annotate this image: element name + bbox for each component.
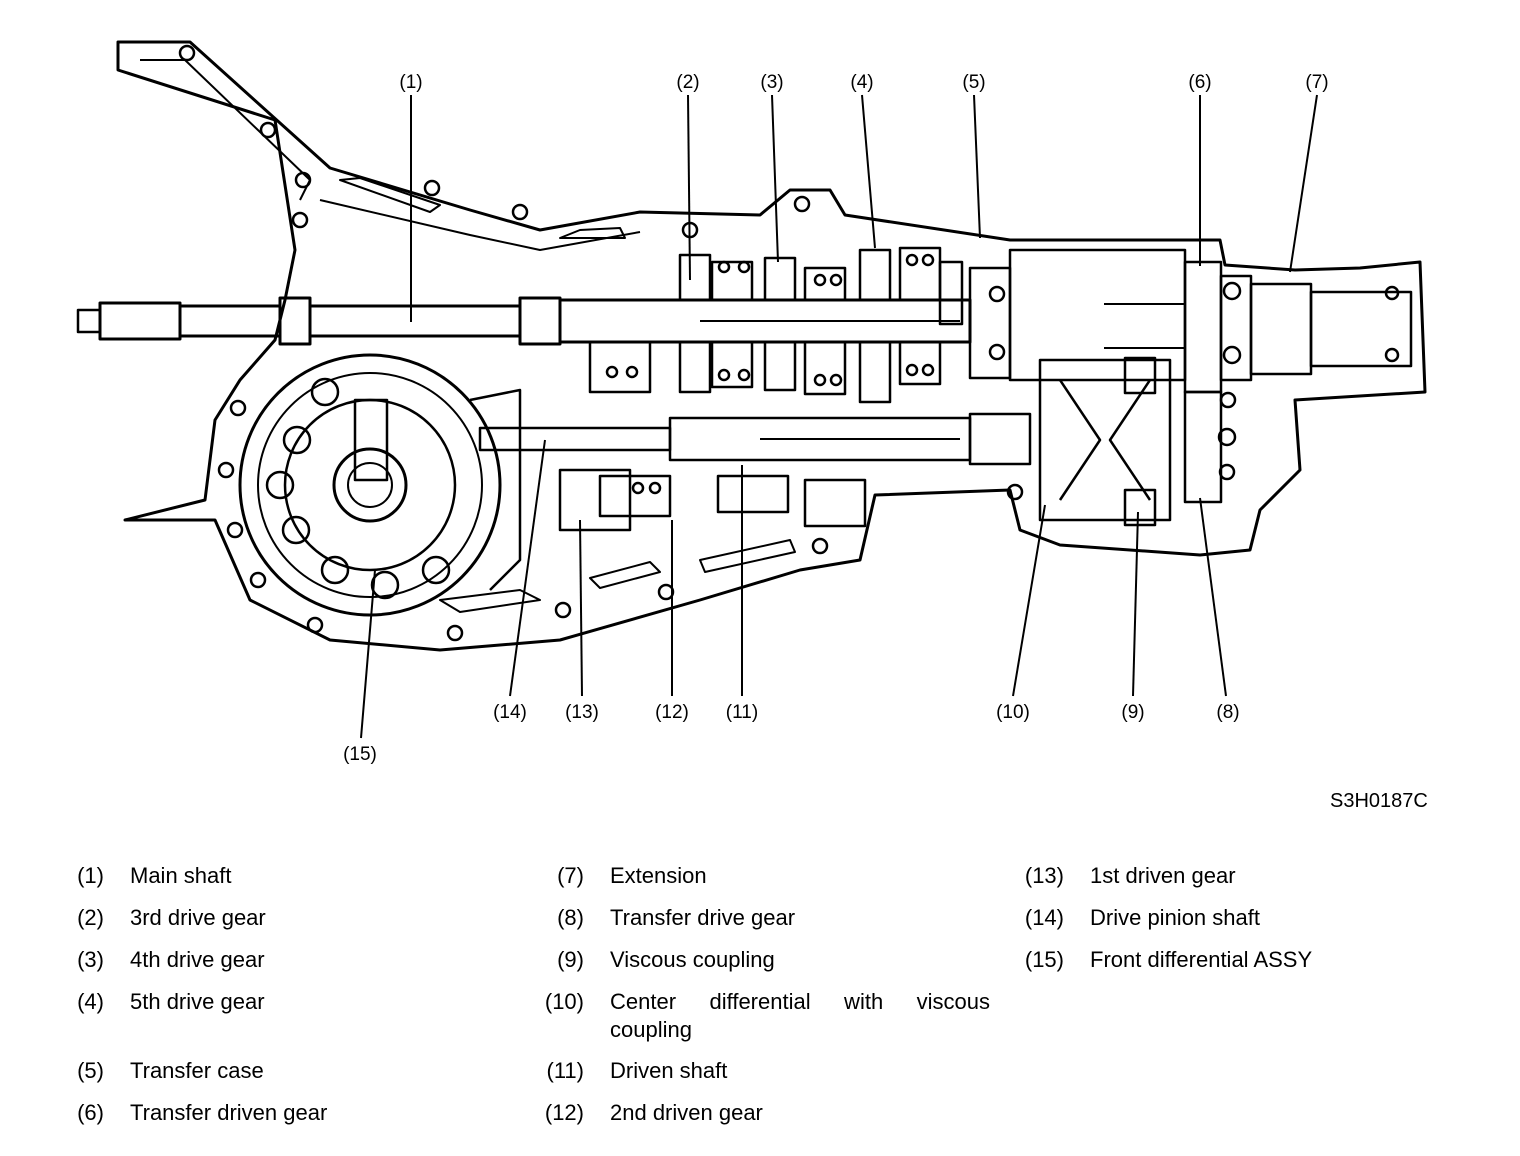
- legend-text: 5th drive gear: [130, 989, 265, 1014]
- leader-lines: [360, 94, 1318, 739]
- legend-text: 1st driven gear: [1090, 863, 1236, 888]
- legend-text: Extension: [610, 863, 707, 888]
- callout-11: (11): [726, 702, 758, 723]
- front-differential: [238, 353, 522, 617]
- legend-text: Transfer drive gear: [610, 905, 796, 930]
- legend-item: (12) 2nd driven gear: [530, 1099, 970, 1127]
- legend-item: (6) Transfer driven gear: [50, 1099, 490, 1127]
- legend-item: (10) Center differential with viscous cou…: [530, 988, 990, 1044]
- legend-number: (2): [77, 905, 104, 930]
- callout-14: (14): [493, 702, 527, 723]
- legend-number: (15): [1024, 947, 1064, 972]
- center-differential: [1006, 356, 1237, 527]
- legend-column-1: (1) Main shaft (2) 3rd drive gear (3) 4th d…: [50, 862, 490, 1127]
- legend-item: (14) Drive pinion shaft: [1010, 904, 1450, 932]
- legend-number: (9): [557, 947, 584, 972]
- legend-item: (11) Driven shaft: [530, 1057, 970, 1085]
- legend-item: (7) Extension: [530, 862, 970, 890]
- figure-id: S3H0187C: [1330, 790, 1428, 812]
- legend-number: (13): [1024, 863, 1064, 888]
- callout-6: (6): [1188, 72, 1211, 93]
- legend-number: (7): [557, 863, 584, 888]
- callout-12: (12): [655, 702, 689, 723]
- callout-4: (4): [850, 72, 873, 93]
- transfer-case: [968, 248, 1413, 394]
- callout-1: (1): [399, 72, 422, 93]
- callout-10: (10): [996, 702, 1030, 723]
- callout-labels: (1) (2) (3) (4) (5) (6) (7) (8) (9) (10)…: [343, 72, 1329, 765]
- legend-item: (1) Main shaft: [50, 862, 490, 890]
- legend-item: (4) 5th drive gear: [50, 988, 490, 1016]
- legend-column-3: (13) 1st driven gear (14) Drive pinion sha…: [1010, 862, 1450, 974]
- callout-8: (8): [1216, 702, 1239, 723]
- bell-housing: [116, 40, 1427, 652]
- legend-column-2: (7) Extension (8) Transfer drive gear (9) V…: [530, 862, 990, 1127]
- legend-text: 2nd driven gear: [610, 1100, 763, 1125]
- gear-cluster: [588, 246, 964, 404]
- legend-item: (2) 3rd drive gear: [50, 904, 490, 932]
- legend-item: (5) Transfer case: [50, 1057, 490, 1085]
- legend-text: Front differential ASSY: [1090, 947, 1313, 972]
- legend-text: 3rd drive gear: [130, 905, 266, 930]
- legend-text: Transfer case: [130, 1058, 264, 1083]
- legend-number: (4): [77, 989, 104, 1014]
- callout-3: (3): [760, 72, 783, 93]
- legend-text: Center differential with viscous couplin…: [610, 989, 990, 1042]
- callout-9: (9): [1121, 702, 1144, 723]
- legend-number: (3): [77, 947, 104, 972]
- driven-shaft: [478, 412, 1032, 532]
- legend-text: Transfer driven gear: [130, 1100, 328, 1125]
- legend-item: (3) 4th drive gear: [50, 946, 490, 974]
- legend-text: Viscous coupling: [610, 947, 775, 972]
- callout-13: (13): [565, 702, 599, 723]
- legend-number: (10): [544, 989, 584, 1014]
- callout-15: (15): [343, 744, 377, 765]
- legend-item: (8) Transfer drive gear: [530, 904, 970, 932]
- legend-text: Main shaft: [130, 863, 232, 888]
- legend-item: (13) 1st driven gear: [1010, 862, 1450, 890]
- legend-number: (12): [544, 1100, 584, 1125]
- legend-number: (5): [77, 1058, 104, 1083]
- legend-text: Drive pinion shaft: [1090, 905, 1260, 930]
- legend-text: 4th drive gear: [130, 947, 265, 972]
- main-shaft: [76, 296, 972, 346]
- callout-7: (7): [1305, 72, 1328, 93]
- legend-number: (6): [77, 1100, 104, 1125]
- legend-number: (8): [557, 905, 584, 930]
- callout-2: (2): [676, 72, 699, 93]
- callout-5: (5): [962, 72, 985, 93]
- legend-item: (15) Front differential ASSY: [1010, 946, 1450, 974]
- legend-text: Driven shaft: [610, 1058, 728, 1083]
- transmission-cross-section-diagram: (1) (2) (3) (4) (5) (6) (7) (8) (9) (10)…: [76, 40, 1427, 765]
- legend-number: (11): [546, 1058, 585, 1083]
- legend-item: (9) Viscous coupling: [530, 946, 970, 974]
- legend-number: (14): [1024, 905, 1064, 930]
- legend-number: (1): [77, 863, 104, 888]
